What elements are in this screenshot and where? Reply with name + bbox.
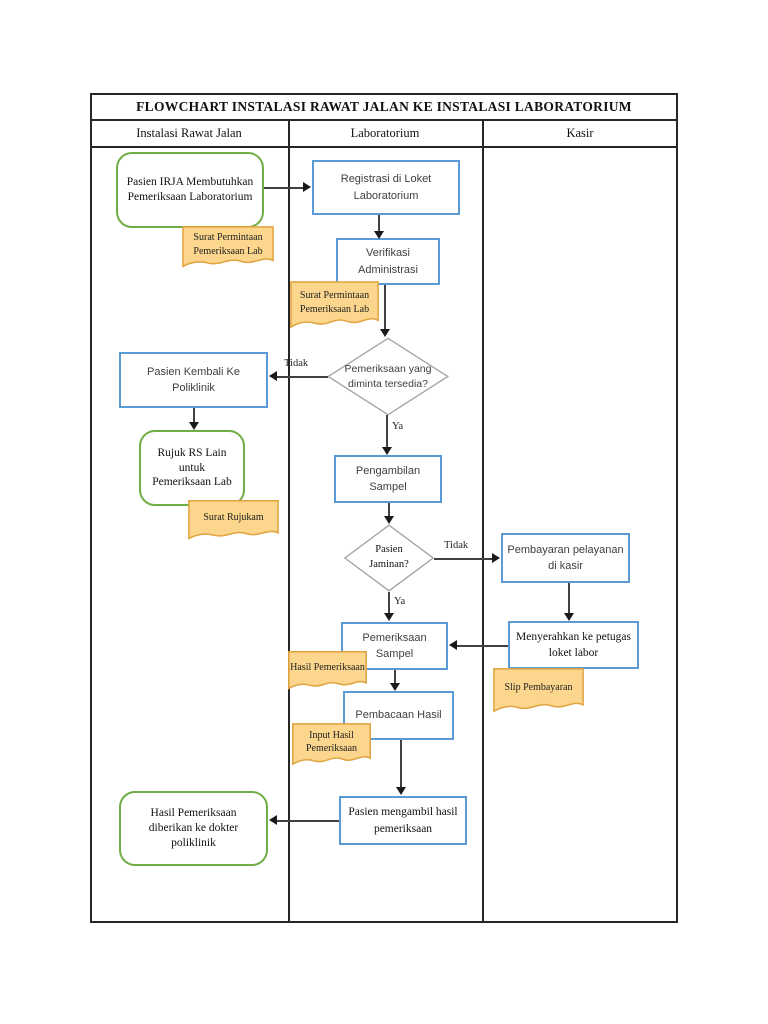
flowchart-title: FLOWCHART INSTALASI RAWAT JALAN KE INSTA… xyxy=(136,99,632,114)
note-label: Surat Rujukam xyxy=(203,511,264,523)
note-slip-pembayaran: Slip Pembayaran xyxy=(493,668,584,713)
node-pengambilan-sampel: Pengambilan Sampel xyxy=(334,455,442,503)
note-surat-permintaan-2: Surat Permintaan Pemeriksaan Lab xyxy=(290,281,379,329)
edge-label-tidak-1: Tidak xyxy=(284,358,309,369)
document-shape xyxy=(182,226,274,268)
lane-header-laboratorium: Laboratorium xyxy=(350,125,420,140)
note-label: Surat Permintaan Pemeriksaan Lab xyxy=(299,290,370,315)
node-verifikasi: Verifikasi Administrasi xyxy=(336,238,440,285)
note-label: Slip Pembayaran xyxy=(504,682,573,694)
node-pasien-mengambil: Pasien mengambil hasil pemeriksaan xyxy=(339,796,467,845)
header-row-divider xyxy=(90,146,678,148)
node-pasien-irja: Pasien IRJA Membutuhkan Pemeriksaan Labo… xyxy=(116,152,264,228)
title-row-divider xyxy=(90,119,678,121)
edge-label-ya-1: Ya xyxy=(392,421,404,432)
decision-pemeriksaan-tersedia: Pemeriksaan yang diminta tersedia? xyxy=(327,337,449,416)
node-hasil-diberikan: Hasil Pemeriksaan diberikan ke dokter po… xyxy=(119,791,268,866)
edge-label-ya-2: Ya xyxy=(394,596,406,607)
table-border xyxy=(90,93,678,923)
lane-divider-1 xyxy=(288,119,290,923)
lane-divider-2 xyxy=(482,119,484,923)
lane-header-instalasi-rawat-jalan: Instalasi Rawat Jalan xyxy=(136,125,242,140)
node-registrasi: Registrasi di Loket Laboratorium xyxy=(312,160,460,215)
document-shape xyxy=(290,281,379,329)
diamond-shape xyxy=(344,524,434,592)
decision-pasien-jaminan: Pasien Jaminan? xyxy=(344,524,434,592)
document-shape xyxy=(493,668,584,713)
note-label: Hasil Pemeriksaan xyxy=(290,662,365,674)
node-menyerahkan-loket: Menyerahkan ke petugas loket labor xyxy=(508,621,639,669)
diamond-shape xyxy=(327,337,449,416)
note-surat-rujukam: Surat Rujukam xyxy=(188,500,279,540)
decision-label: Pasien Jaminan? xyxy=(369,544,409,570)
document-shape xyxy=(292,723,371,766)
note-surat-permintaan-1: Surat Permintaan Pemeriksaan Lab xyxy=(182,226,274,268)
node-pembayaran-kasir: Pembayaran pelayanan di kasir xyxy=(501,533,630,583)
note-input-hasil: Input Hasil Pemeriksaan xyxy=(292,723,371,766)
node-pasien-kembali: Pasien Kembali Ke Poliklinik xyxy=(119,352,268,408)
note-label: Surat Permintaan Pemeriksaan Lab xyxy=(193,232,263,257)
decision-label: Pemeriksaan yang diminta tersedia? xyxy=(344,362,432,390)
edge-label-tidak-2: Tidak xyxy=(444,540,469,551)
document-shape xyxy=(188,500,279,540)
document-shape xyxy=(288,651,367,690)
lane-header-kasir: Kasir xyxy=(566,125,594,140)
node-rujuk-rs-lain: Rujuk RS Lain untuk Pemeriksaan Lab xyxy=(139,430,245,506)
note-hasil-pemeriksaan: Hasil Pemeriksaan xyxy=(288,651,367,690)
note-label: Input Hasil Pemeriksaan xyxy=(305,729,358,755)
